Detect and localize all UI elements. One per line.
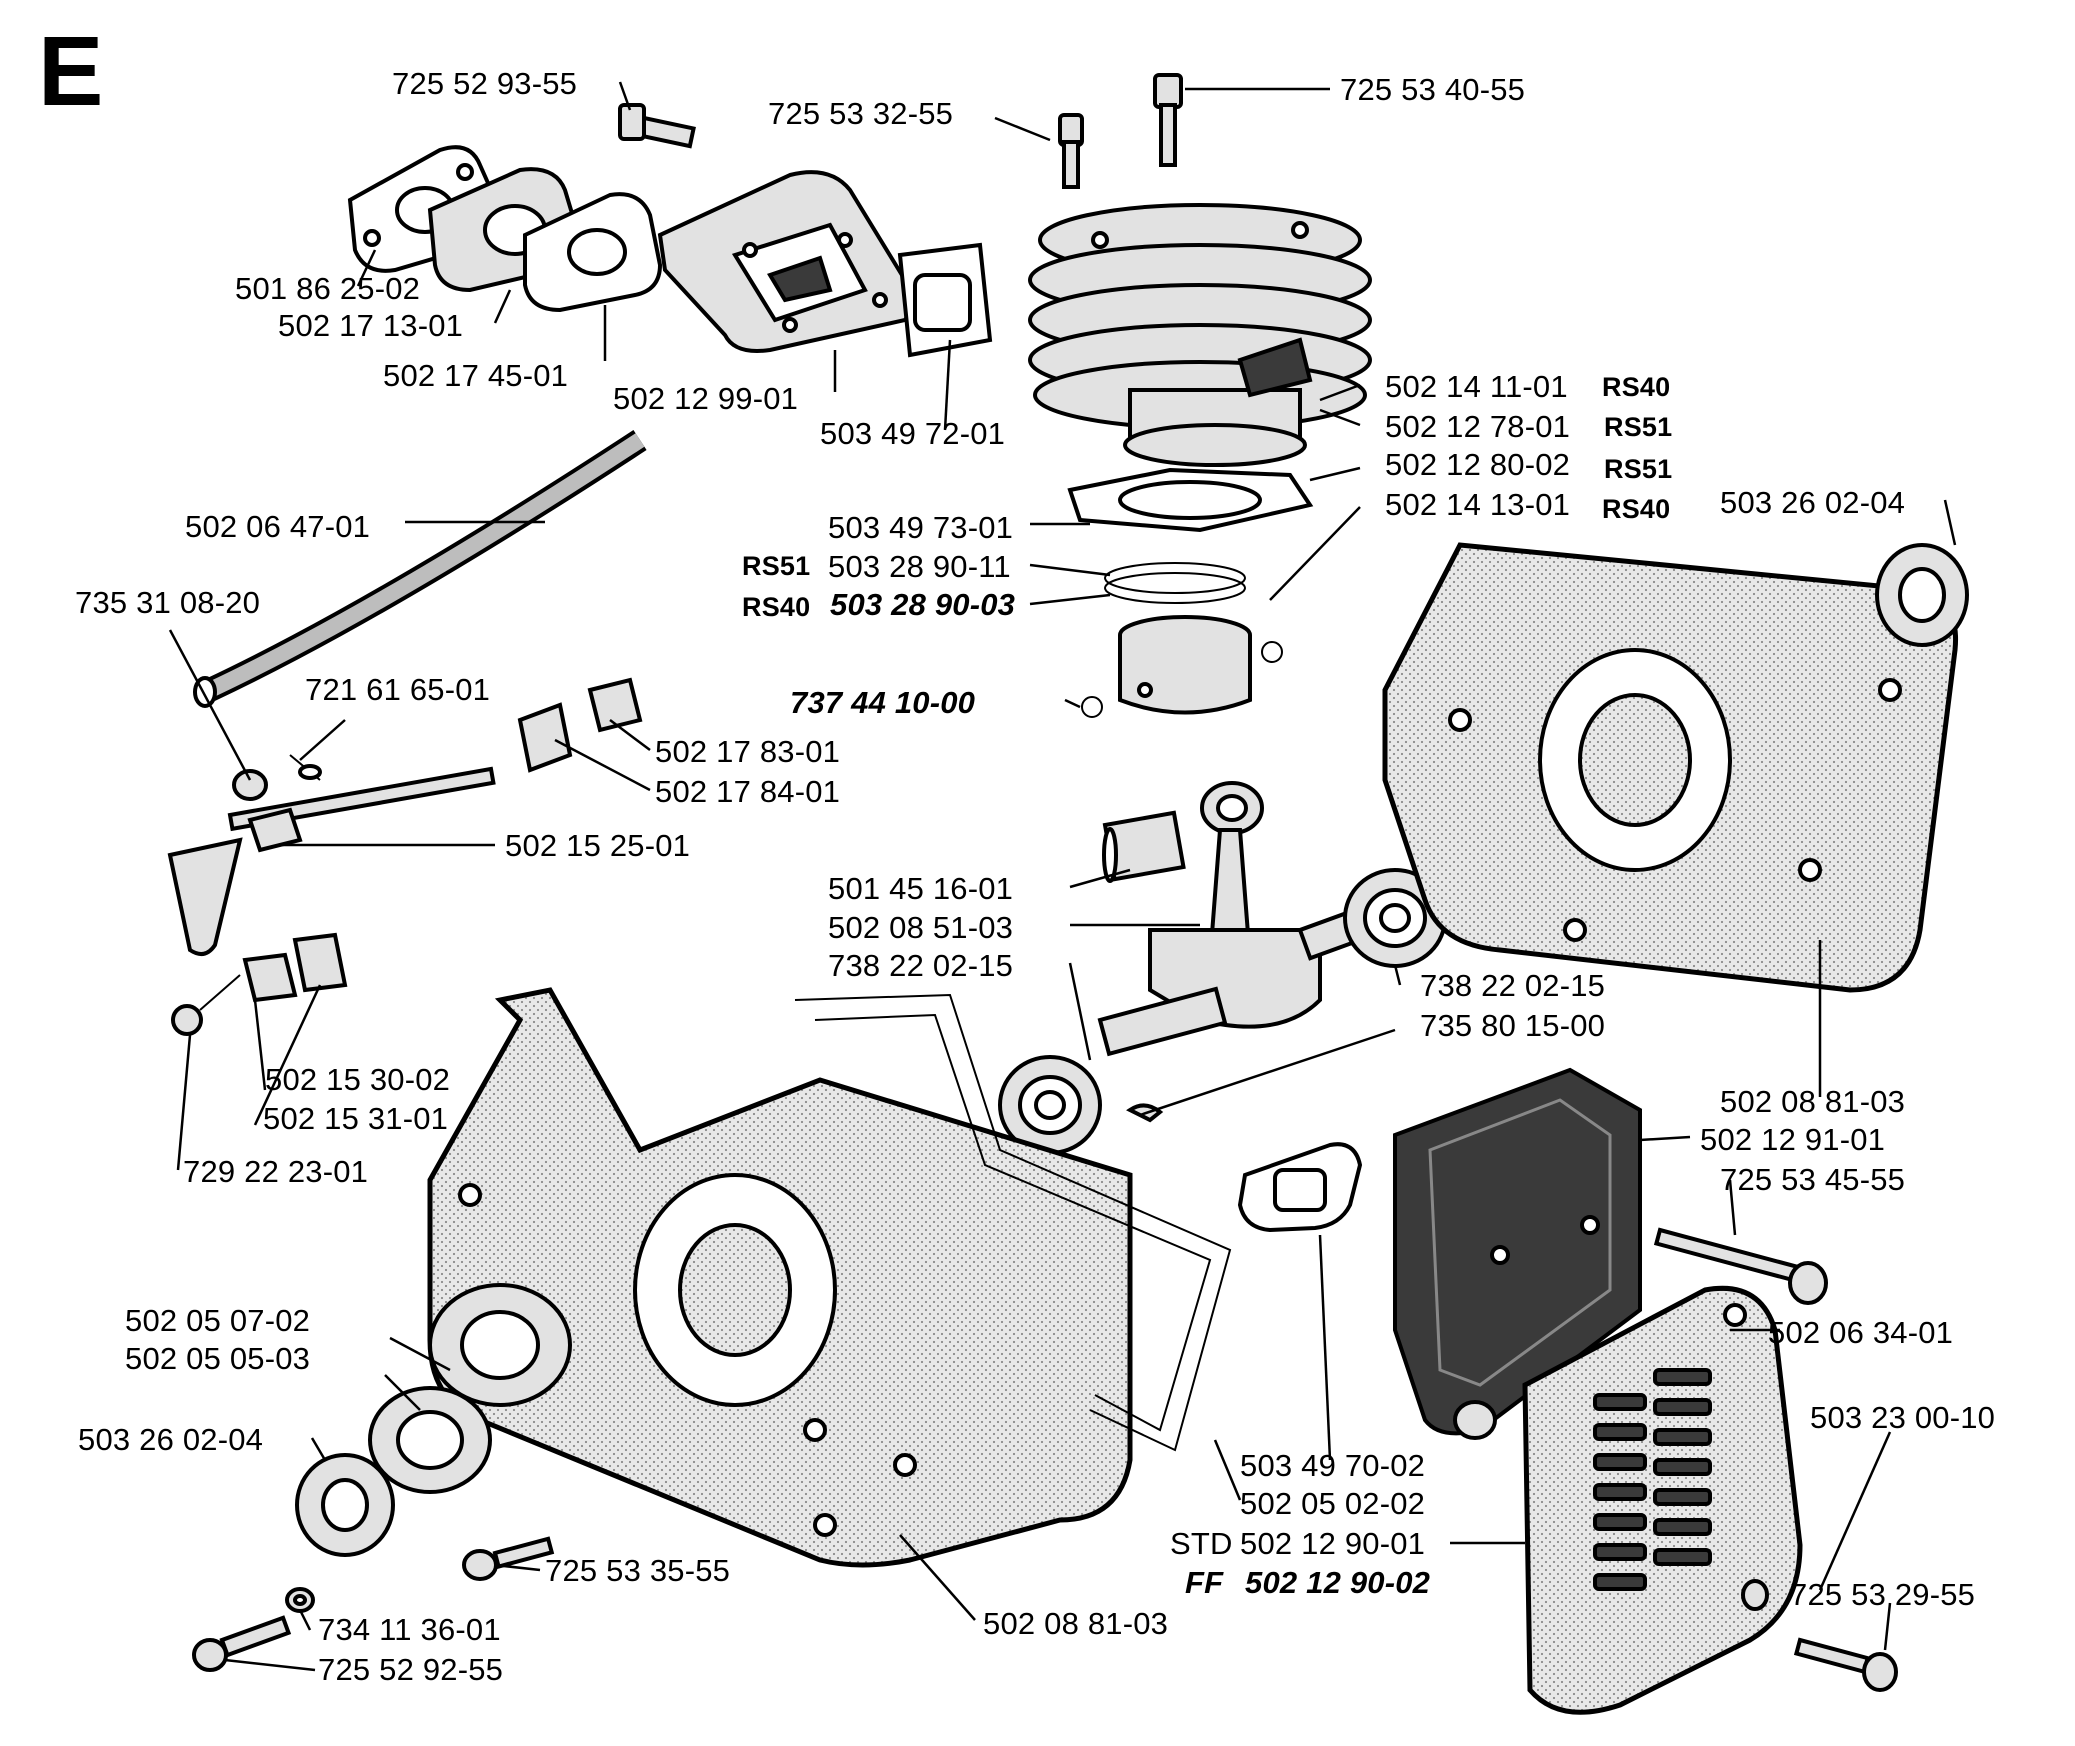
label-screw-bottom: 725 52 92-55 <box>318 1652 504 1687</box>
label-muffler-ff-tag: FF <box>1185 1565 1224 1600</box>
label-screw-crankcase: 725 53 35-55 <box>545 1553 731 1588</box>
label-exhaust-gasket-top: 503 49 72-01 <box>820 416 1006 451</box>
label-crankcase-right: 502 08 81-03 <box>1720 1084 1906 1119</box>
cotter-pin-part <box>289 754 322 781</box>
cover-vents <box>1593 1368 1712 1591</box>
label-bushing-1: 502 17 83-01 <box>655 734 841 769</box>
label-ball-bearing-right: 738 22 02-15 <box>1420 968 1606 1003</box>
label-crankcase-gasket: 502 05 02-02 <box>1240 1486 1426 1521</box>
label-ball-bearing-left: 738 22 02-15 <box>828 948 1014 983</box>
label-piston-rs40: 503 28 90-03 <box>830 587 1016 622</box>
label-muffler-ff: 502 12 90-02 <box>1245 1565 1431 1600</box>
label-cylinder-rs40-b: 502 14 13-01 <box>1385 487 1571 522</box>
label-piston-rs40-tag: RS40 <box>742 592 811 622</box>
crankcase-left-part <box>427 987 1133 1568</box>
ball-bearing-left-part <box>998 1055 1102 1155</box>
crankcase-right-part <box>1382 542 1959 993</box>
bottom-screw-part <box>192 1615 292 1672</box>
label-bushing-2: 502 17 84-01 <box>655 774 841 809</box>
label-crankshaft: 502 08 51-03 <box>828 910 1014 945</box>
label-cylinder-rs40-a-tag: RS40 <box>1602 372 1671 402</box>
circlip-part <box>1081 641 1283 718</box>
label-clip-a: 502 15 30-02 <box>265 1062 451 1097</box>
intake-gasket-2-part <box>523 192 663 313</box>
washer-part <box>285 1587 315 1613</box>
label-needle-bearing: 501 45 16-01 <box>828 871 1014 906</box>
screw-top-left-part <box>618 103 696 149</box>
label-screw-top-left: 725 52 93-55 <box>392 66 578 101</box>
label-screw-top-mid: 725 53 32-55 <box>768 96 954 131</box>
fuel-hose-part <box>193 429 647 708</box>
piston-part <box>1118 615 1252 715</box>
label-intake-flange: 502 17 13-01 <box>278 308 464 343</box>
seal-ring-left-part <box>295 1453 395 1557</box>
seal-ring-right-part <box>1875 543 1969 647</box>
crankcase-screw-part <box>462 1536 555 1581</box>
screw-top-right-part <box>1153 73 1183 167</box>
label-woodruff-key: 735 80 15-00 <box>1420 1008 1606 1043</box>
label-carb-holder: 502 12 99-01 <box>613 381 799 416</box>
label-washer: 734 11 36-01 <box>318 1612 501 1647</box>
exhaust-gasket-part <box>1237 1142 1363 1233</box>
label-circlip-part: 737 44 10-00 <box>790 685 976 720</box>
label-crankcase-left: 502 08 81-03 <box>983 1606 1169 1641</box>
label-muffler-cover: 503 23 00-10 <box>1810 1400 1996 1435</box>
label-cylinder-rs51-a-tag: RS51 <box>1604 412 1673 442</box>
label-muffler-std: 502 12 90-01 <box>1240 1526 1426 1561</box>
label-piston-rs51-tag: RS51 <box>742 551 811 581</box>
label-cylinder-rs51-b-tag: RS51 <box>1604 454 1673 484</box>
small-screw-part <box>171 974 241 1036</box>
label-intake-gasket-2: 502 17 45-01 <box>383 358 569 393</box>
seal-plate-part <box>368 1283 572 1494</box>
muffler-screw-part <box>1653 1227 1828 1305</box>
label-throttle-rod: 502 15 25-01 <box>505 828 691 863</box>
label-intake-gasket-1: 501 86 25-02 <box>235 271 421 306</box>
leader-lines <box>168 81 1957 1672</box>
label-throttle-lever: 735 31 08-20 <box>75 585 261 620</box>
label-seal-ring-left: 503 26 02-04 <box>78 1422 264 1457</box>
label-seal-ring-right: 503 26 02-04 <box>1720 485 1906 520</box>
label-screw-top-right: 725 53 40-55 <box>1340 72 1526 107</box>
label-piston-rs51: 503 28 90-11 <box>828 549 1011 584</box>
label-cylinder-rs51-a: 502 12 78-01 <box>1385 409 1571 444</box>
crankcase-gasket-part <box>794 993 1232 1452</box>
needle-bearing-part <box>1102 810 1186 883</box>
label-clip-b: 502 15 31-01 <box>263 1101 449 1136</box>
cylinder-part <box>1028 203 1372 467</box>
label-cotter-pin: 721 61 65-01 <box>305 672 491 707</box>
cover-screw-part <box>1741 1579 1898 1692</box>
muffler-cover-part <box>1522 1285 1803 1715</box>
label-seal-plate-b: 502 05 05-03 <box>125 1341 311 1376</box>
label-muffler-std-tag: STD <box>1170 1526 1233 1561</box>
label-screw-small: 729 22 23-01 <box>183 1154 369 1189</box>
label-exhaust-gasket: 503 49 70-02 <box>1240 1448 1426 1483</box>
label-muffler-bolt: 502 06 34-01 <box>1768 1315 1954 1350</box>
label-cylinder-rs40-b-tag: RS40 <box>1602 494 1671 524</box>
label-muffler-screw: 725 53 45-55 <box>1720 1162 1906 1197</box>
label-cover-screw: 725 53 29-55 <box>1790 1577 1976 1612</box>
label-seal-plate-a: 502 05 07-02 <box>125 1303 311 1338</box>
exhaust-gasket-top-part <box>897 242 993 358</box>
clips-part <box>242 932 348 1003</box>
screw-top-mid-part <box>1058 113 1084 189</box>
label-cylinder-gasket: 503 49 73-01 <box>828 510 1014 545</box>
muffler-part <box>1393 1067 1642 1440</box>
label-muffler: 502 12 91-01 <box>1700 1122 1886 1157</box>
cylinder-gasket-part <box>1067 467 1314 533</box>
section-letter: E <box>38 16 104 126</box>
throttle-assembly-part <box>167 677 643 956</box>
label-cylinder-rs40-a: 502 14 11-01 <box>1385 369 1568 404</box>
carb-holder-part <box>657 170 915 353</box>
label-cylinder-rs51-b: 502 12 80-02 <box>1385 447 1571 482</box>
piston-ring-part <box>1104 562 1246 604</box>
label-fuel-hose: 502 06 47-01 <box>185 509 371 544</box>
